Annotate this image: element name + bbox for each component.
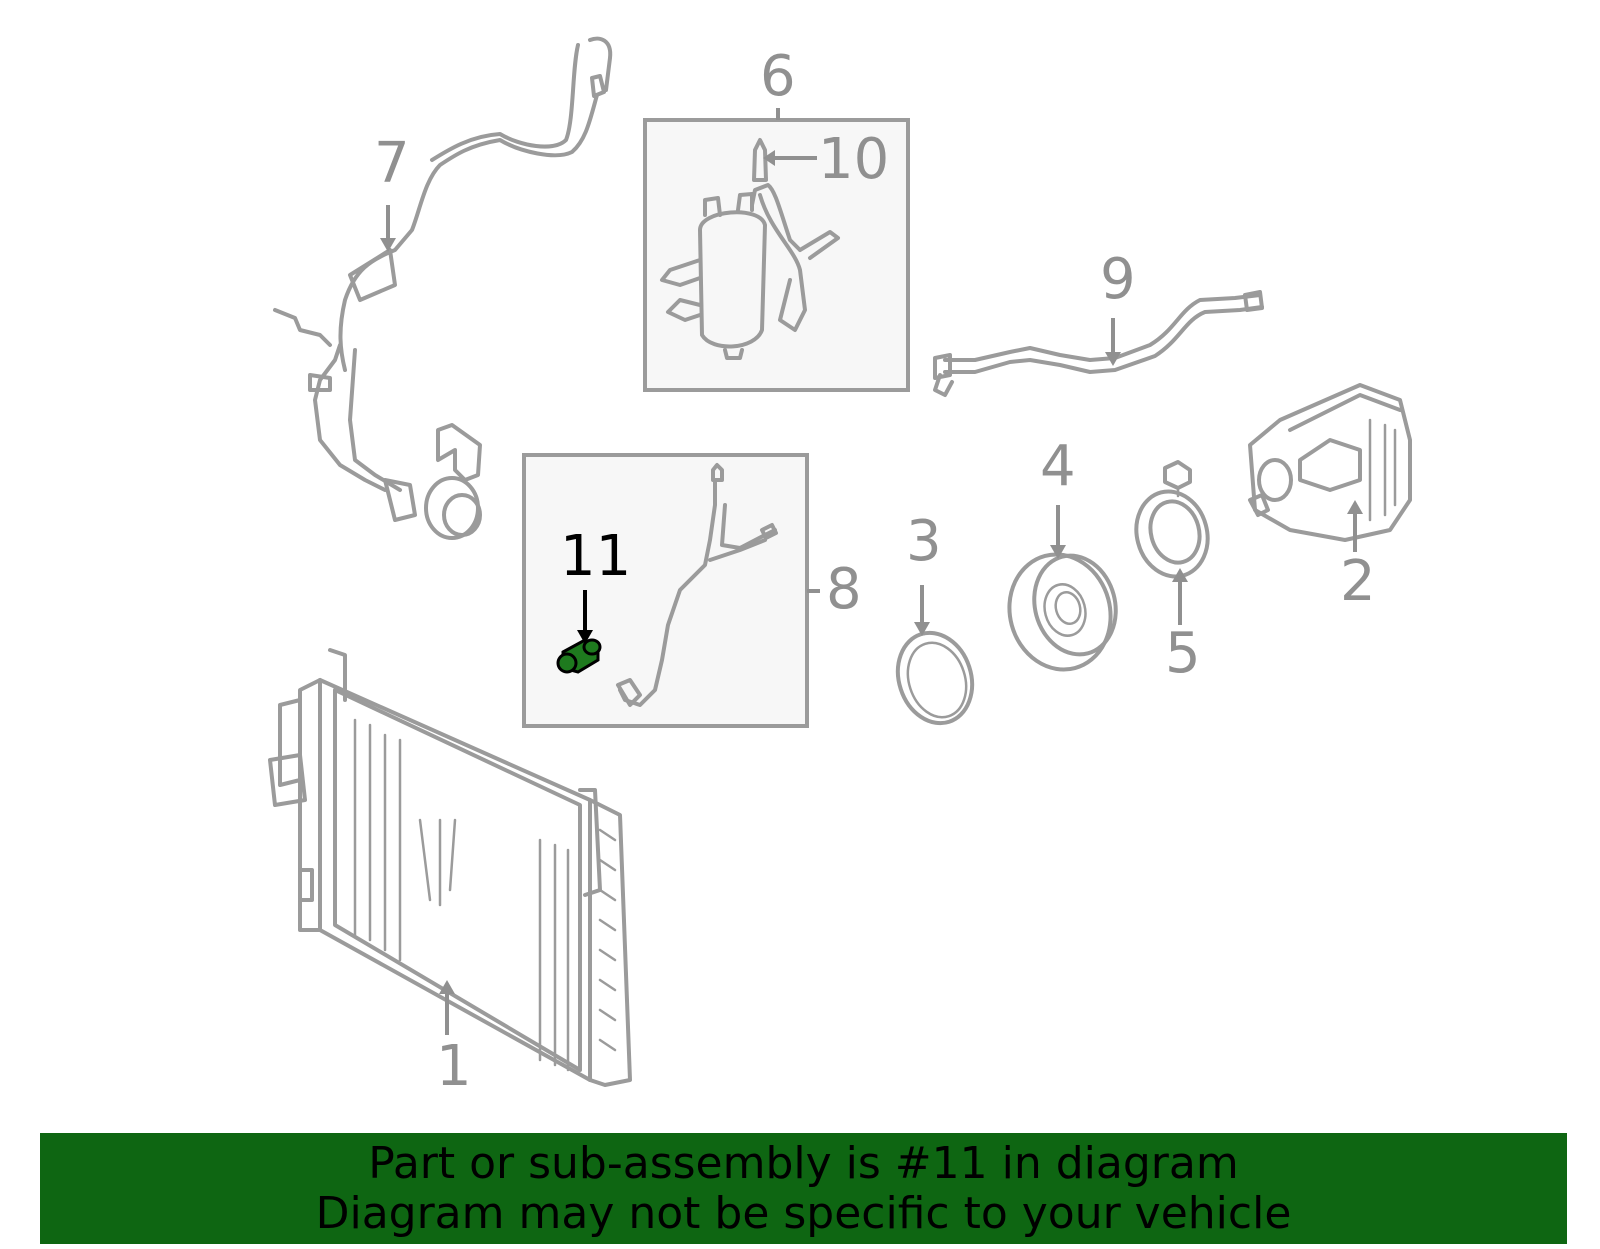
callout-2: 2	[1340, 549, 1376, 614]
callout-5: 5	[1165, 621, 1201, 686]
part-8-hose-assembly	[616, 463, 778, 707]
part-2-compressor	[1248, 383, 1412, 542]
callout-9: 9	[1100, 247, 1136, 312]
footer-banner: Part or sub-assembly is #11 in diagram D…	[40, 1133, 1567, 1244]
part-4-pulley	[1007, 552, 1118, 672]
part-11-pressure-switch	[556, 638, 602, 674]
footer-line-2: Diagram may not be specific to your vehi…	[315, 1187, 1292, 1239]
box-part-8	[522, 453, 809, 728]
callout-7: 7	[374, 131, 410, 196]
callout-1: 1	[436, 1034, 472, 1099]
part-7-suction-hose	[273, 36, 613, 540]
callout-6: 6	[760, 44, 796, 109]
arrowhead-11	[577, 630, 593, 644]
arrowheads	[380, 150, 1363, 994]
callout-3: 3	[906, 509, 942, 574]
part-3-ring	[895, 630, 975, 726]
box-part-6	[643, 118, 910, 392]
callout-11: 11	[560, 524, 631, 589]
part-5-clutch-coil	[1134, 460, 1210, 579]
callout-10: 10	[818, 127, 889, 192]
footer-line-1: Part or sub-assembly is #11 in diagram	[368, 1137, 1239, 1189]
part-9-discharge-hose	[933, 290, 1264, 397]
part-1-condenser	[268, 648, 632, 1087]
callout-8: 8	[826, 557, 862, 622]
callout-4: 4	[1040, 434, 1076, 499]
part-6-accumulator	[660, 138, 840, 360]
